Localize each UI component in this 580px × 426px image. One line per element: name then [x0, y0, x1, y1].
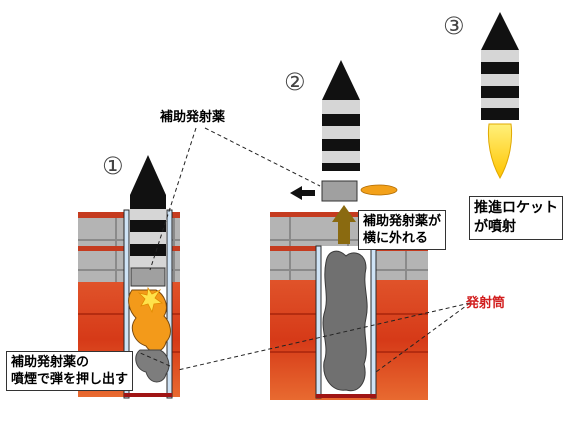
rocket-step3 [481, 12, 519, 120]
step-number-3: ③ [443, 12, 465, 40]
step-number-2: ② [284, 68, 306, 96]
rocket-step2 [322, 60, 360, 171]
label-auxiliary-propellant: 補助発射薬 [160, 110, 226, 125]
aux-propellant-detached [290, 180, 398, 202]
rocket-flame [487, 123, 513, 180]
rocket-step1 [130, 155, 166, 287]
label-aux-sideways: 補助発射薬が 横に外れる [358, 210, 447, 250]
orange-smoke [128, 286, 171, 383]
label-push-out: 補助発射薬の 噴煙で弾を押し出す [6, 351, 134, 391]
label-rocket-ignite: 推進ロケット が噴射 [469, 196, 563, 240]
up-arrow [332, 205, 356, 244]
leader-lines [137, 127, 471, 373]
step-number-1: ① [102, 152, 124, 180]
label-launch-tube: 発射筒 [466, 296, 506, 311]
gray-smoke [322, 250, 368, 392]
